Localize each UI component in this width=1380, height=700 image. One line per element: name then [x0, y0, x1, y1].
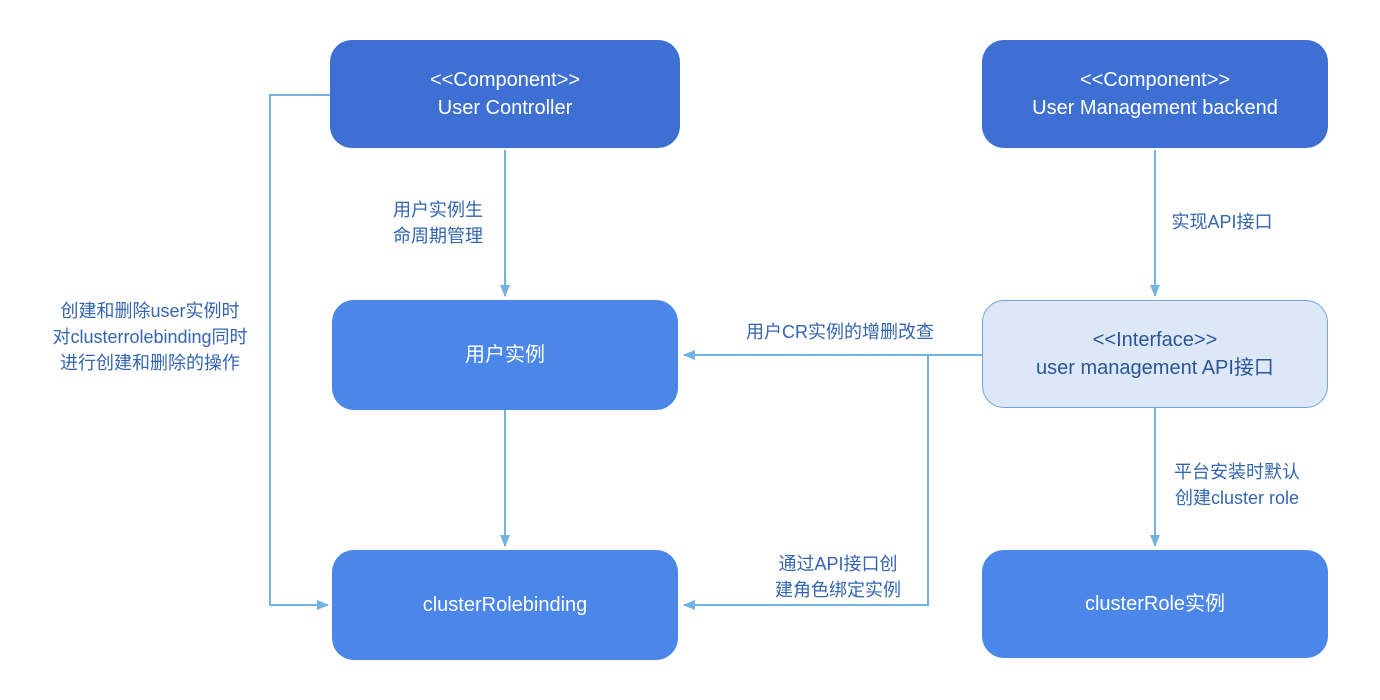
node-user-controller: <<Component>> User Controller [330, 40, 680, 148]
node-api-interface: <<Interface>> user management API接口 [982, 300, 1328, 408]
node-stereotype: <<Component>> [1079, 69, 1231, 91]
node-title: user management API接口 [1036, 357, 1274, 379]
edge-label-crud: 用户CR实例的增删改查 [746, 322, 934, 342]
edge-label-default-cluster-role: 平台安装时默认 创建cluster role [1174, 462, 1300, 508]
node-stereotype: <<Interface>> [1092, 329, 1218, 351]
edge-label-create-rolebinding-via-api: 通过API接口创 建角色绑定实例 [775, 554, 901, 600]
node-title: User Controller [437, 97, 573, 119]
edge-controller-loop-to-clusterrolebinding [269, 94, 332, 610]
edge-label-lifecycle: 用户实例生 命周期管理 [393, 200, 483, 246]
node-title: User Management backend [1032, 97, 1278, 119]
node-cluster-role-instance: clusterRole实例 [982, 550, 1328, 658]
node-title: clusterRole实例 [1084, 593, 1226, 615]
node-title: 用户实例 [465, 344, 545, 366]
node-user-management-backend: <<Component>> User Management backend [982, 40, 1328, 148]
edge-interface-to-clusterrolebinding [683, 355, 929, 610]
node-title: clusterRolebinding [422, 594, 588, 616]
node-stereotype: <<Component>> [429, 69, 581, 91]
edge-label-controller-loop: 创建和删除user实例时 对clusterrolebinding同时 进行创建和… [52, 301, 248, 373]
node-cluster-rolebinding: clusterRolebinding [332, 550, 678, 660]
edge-label-implement-api: 实现API接口 [1171, 212, 1273, 232]
node-user-instance: 用户实例 [332, 300, 678, 410]
